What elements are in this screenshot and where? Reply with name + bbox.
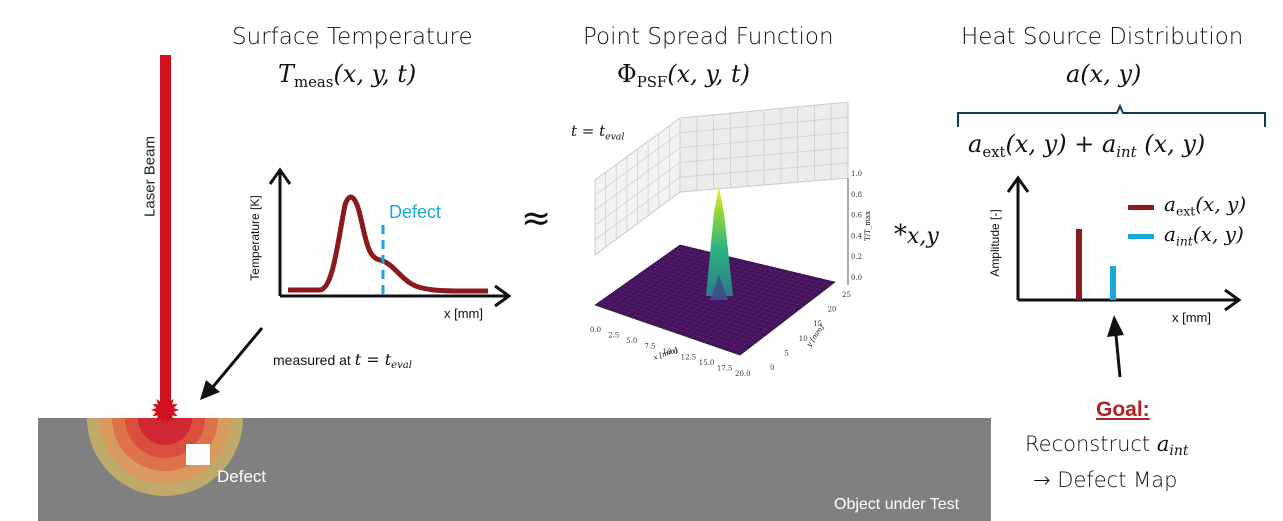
temperature-curve [288, 194, 488, 294]
amplitude-x-label: x [mm] [1172, 310, 1211, 325]
psf-y-tick: 25 [842, 291, 851, 299]
measurement-arrow [200, 327, 264, 400]
legend-ext: aext(x, y) [1164, 192, 1247, 219]
heat-title: Heat Source Distribution [961, 24, 1244, 50]
legend-int: aint(x, y) [1164, 222, 1244, 249]
defect-label: Defect [217, 467, 267, 486]
heat-bracket [957, 103, 1266, 127]
legend-swatch-ext [1128, 205, 1154, 210]
psf-surface-plot: 0.0 2.5 5.0 7.5 10.012.515.017.520.0 0 5 10 15 20… [590, 101, 863, 378]
psf-x-tick: 15.0 [699, 359, 715, 367]
psf-z-tick: 0.6 [851, 212, 863, 220]
psf-x-tick: 12.5 [681, 354, 697, 362]
convolution-symbol: *x,y [894, 220, 939, 250]
a-int-bar [1110, 266, 1116, 300]
defect-curve-label: Defect [389, 202, 442, 222]
laser-beam [160, 55, 171, 405]
psf-formula: ΦPSF(x, y, t) [617, 60, 750, 91]
psf-peak [706, 187, 733, 296]
psf-y-tick: 10 [799, 335, 808, 343]
t-symbol: T [278, 60, 295, 88]
goal-heading: Goal: [1096, 398, 1150, 421]
psf-z-tick: 1.0 [851, 170, 862, 178]
psf-x-tick: 20.0 [735, 370, 751, 378]
temperature-plot [268, 167, 512, 308]
defect-block [186, 444, 210, 465]
goal-line1: Reconstruct aint [1025, 432, 1189, 460]
psf-y-tick: 0 [770, 364, 774, 372]
psf-y-tick: 15 [813, 320, 822, 328]
a-ext-bar [1076, 229, 1082, 300]
heat-sum-formula: aext(x, y) + aint (x, y) [968, 130, 1206, 162]
psf-time-label: t = teval [571, 122, 625, 143]
surface-title: Surface Temperature [232, 24, 473, 50]
amplitude-axis-label: Amplitude [-] [988, 209, 1002, 277]
temperature-axis-label: Temperature [K] [248, 195, 262, 281]
surface-formula: Tmeas(x, y, t) [278, 60, 416, 91]
heat-formula: a(x, y) [1066, 60, 1142, 88]
psf-z-tick: 0.4 [851, 232, 863, 240]
psf-x-tick: 17.5 [717, 365, 733, 373]
psf-x-tick: 0.0 [590, 326, 601, 334]
measured-label: measured at t = teval [273, 350, 412, 371]
goal-line2: → Defect Map [1033, 468, 1178, 492]
psf-z-tick: 0.0 [851, 274, 862, 282]
object-label: Object under Test [834, 496, 960, 513]
psf-y-tick: 20 [828, 306, 837, 314]
psf-z-axis-label: T/T_max [863, 211, 872, 241]
psf-z-tick: 0.2 [851, 253, 862, 261]
psf-y-tick: 5 [784, 349, 788, 357]
psf-title: Point Spread Function [583, 24, 834, 50]
phi-subscript: PSF [636, 73, 668, 92]
amplitude-plot [1006, 175, 1242, 312]
laser-beam-label: Laser Beam [141, 136, 159, 217]
psf-x-tick: 10.0 [663, 348, 679, 356]
psf-x-tick: 5.0 [626, 337, 637, 345]
laser-spot [151, 396, 179, 424]
phi-args: (x, y, t) [667, 60, 751, 88]
t-subscript: meas [294, 73, 334, 92]
psf-x-tick: 7.5 [644, 343, 655, 351]
psf-x-tick: 2.5 [608, 332, 619, 340]
phi-symbol: Φ [617, 60, 637, 88]
approx-symbol: ≈ [521, 198, 552, 239]
heat-spread [87, 418, 243, 496]
psf-z-tick: 0.8 [851, 191, 862, 199]
temperature-x-label: x [mm] [444, 306, 483, 321]
goal-arrow [1107, 315, 1124, 378]
legend-swatch-int [1128, 234, 1154, 239]
t-args: (x, y, t) [333, 60, 417, 88]
